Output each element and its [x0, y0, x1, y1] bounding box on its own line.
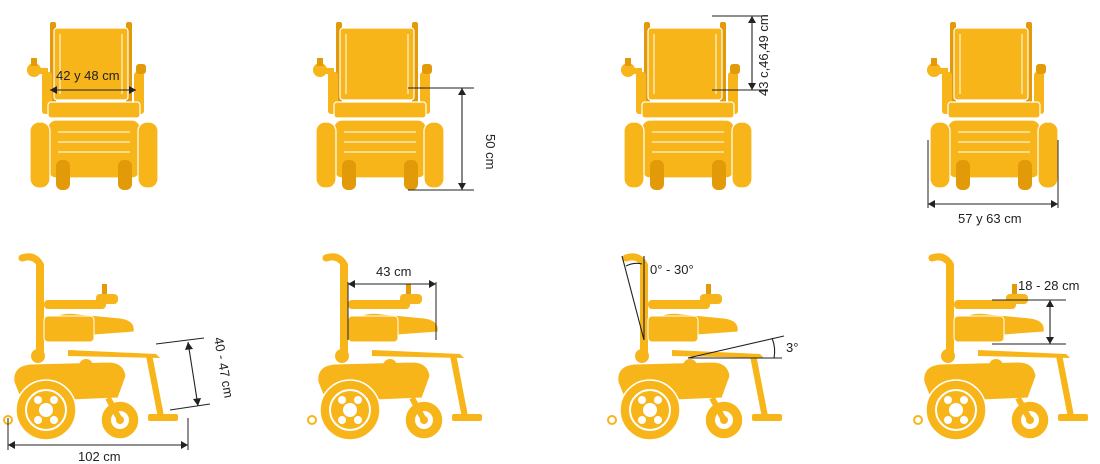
leg-length-dimension: 40 - 47 cm [155, 336, 236, 411]
seat-depth-label: 43 cm [376, 264, 411, 279]
leg-length-label: 40 - 47 cm [211, 336, 236, 399]
seat-height-label: 50 cm [483, 134, 498, 169]
seat-angle-dimension: 3° [687, 335, 798, 359]
seat-width-label: 42 y 48 cm [56, 68, 120, 83]
backrest-angle-dimension: 0° - 30° [621, 255, 694, 341]
backrest-height-label: 43 c,46,49 cm [756, 14, 771, 96]
overall-width-label: 57 y 63 cm [958, 211, 1022, 226]
seat-depth-dimension: 43 cm [347, 264, 437, 340]
armrest-height-label: 18 - 28 cm [1018, 278, 1079, 293]
seat-angle-label: 3° [786, 340, 798, 355]
backrest-height-dimension: 43 c,46,49 cm [712, 14, 771, 96]
armrest-height-dimension: 18 - 28 cm [992, 278, 1079, 345]
wheelchair-front-icon [26, 21, 159, 191]
wheelchair-side-icon [608, 257, 782, 440]
overall-length-label: 102 cm [78, 449, 121, 464]
overall-length-dimension: 102 cm [7, 418, 189, 464]
wheelchair-front-icon [312, 21, 445, 191]
overall-width-dimension: 57 y 63 cm [927, 140, 1059, 226]
wheelchair-side-icon [4, 257, 178, 440]
wheelchair-front-icon [926, 21, 1059, 191]
backrest-angle-label: 0° - 30° [650, 262, 694, 277]
wheelchair-front-icon [620, 21, 753, 191]
seat-height-dimension: 50 cm [408, 87, 498, 191]
seat-width-dimension: 42 y 48 cm [50, 68, 136, 94]
